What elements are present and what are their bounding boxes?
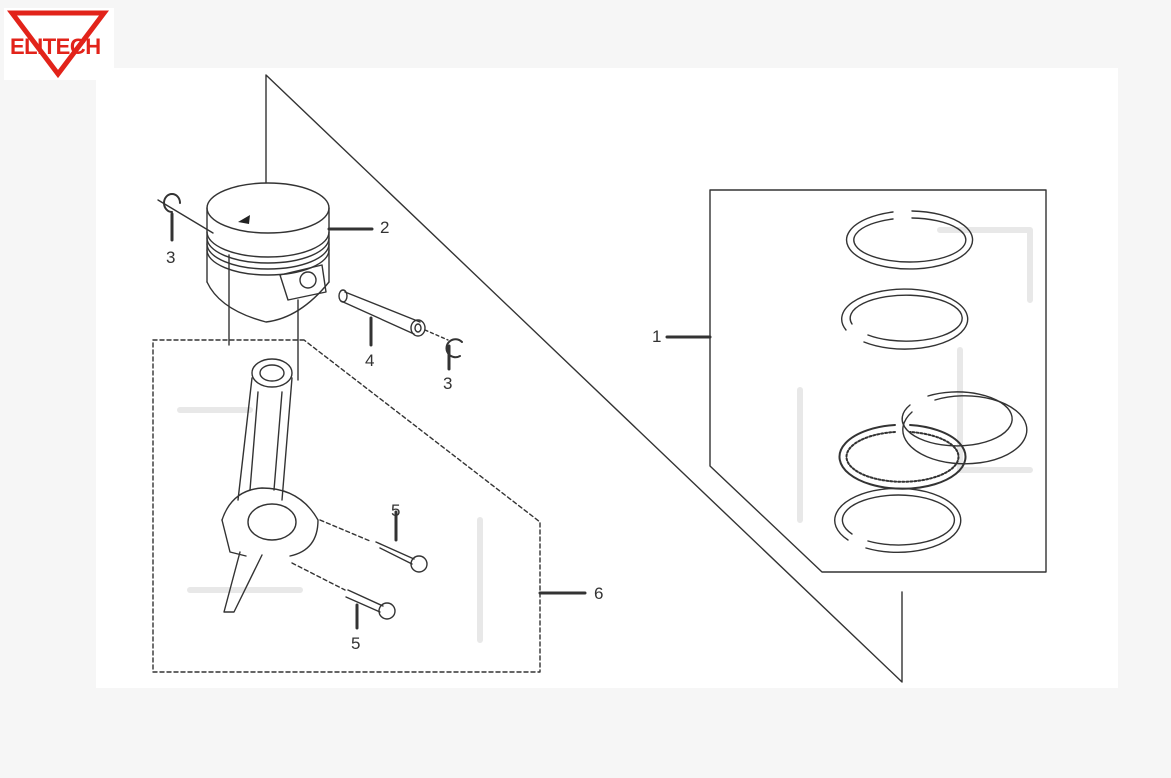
- ring-third: [902, 395, 1028, 465]
- logo-wordmark: ELITECH: [10, 34, 101, 59]
- logo-triangle-icon: [6, 10, 110, 79]
- callout-1-piston-ring-set: 1: [652, 327, 662, 346]
- callout-3-circlip-right: 3: [443, 374, 453, 393]
- callout-6-connecting-rod-assembly: 6: [594, 584, 604, 603]
- watermark-ghost: [177, 227, 1033, 643]
- piston-rings: [834, 210, 1028, 554]
- ring-second: [841, 288, 969, 350]
- callout-2-piston: 2: [380, 218, 390, 237]
- piston: [206, 182, 330, 381]
- ring-oil: [834, 487, 962, 554]
- brand-logo: ELITECH: [4, 8, 114, 80]
- callout-5-bolt-upper: 5: [391, 501, 401, 520]
- assembly-guide-line: [265, 74, 903, 683]
- bolt-lower: [291, 562, 396, 630]
- ring-oil-expander: [838, 424, 967, 490]
- ring-set-frame: [709, 189, 1047, 573]
- circlip-left: [157, 193, 214, 242]
- connecting-rod: [221, 358, 319, 613]
- circlip-right: [445, 338, 463, 371]
- callout-5-bolt-lower: 5: [351, 634, 361, 653]
- rod-assembly-frame: [152, 339, 541, 673]
- callout-3-circlip-left: 3: [166, 248, 176, 267]
- callout-4-piston-pin: 4: [365, 351, 375, 370]
- ring-top: [845, 210, 974, 270]
- bolt-upper: [319, 510, 428, 573]
- piston-pin: [338, 289, 449, 347]
